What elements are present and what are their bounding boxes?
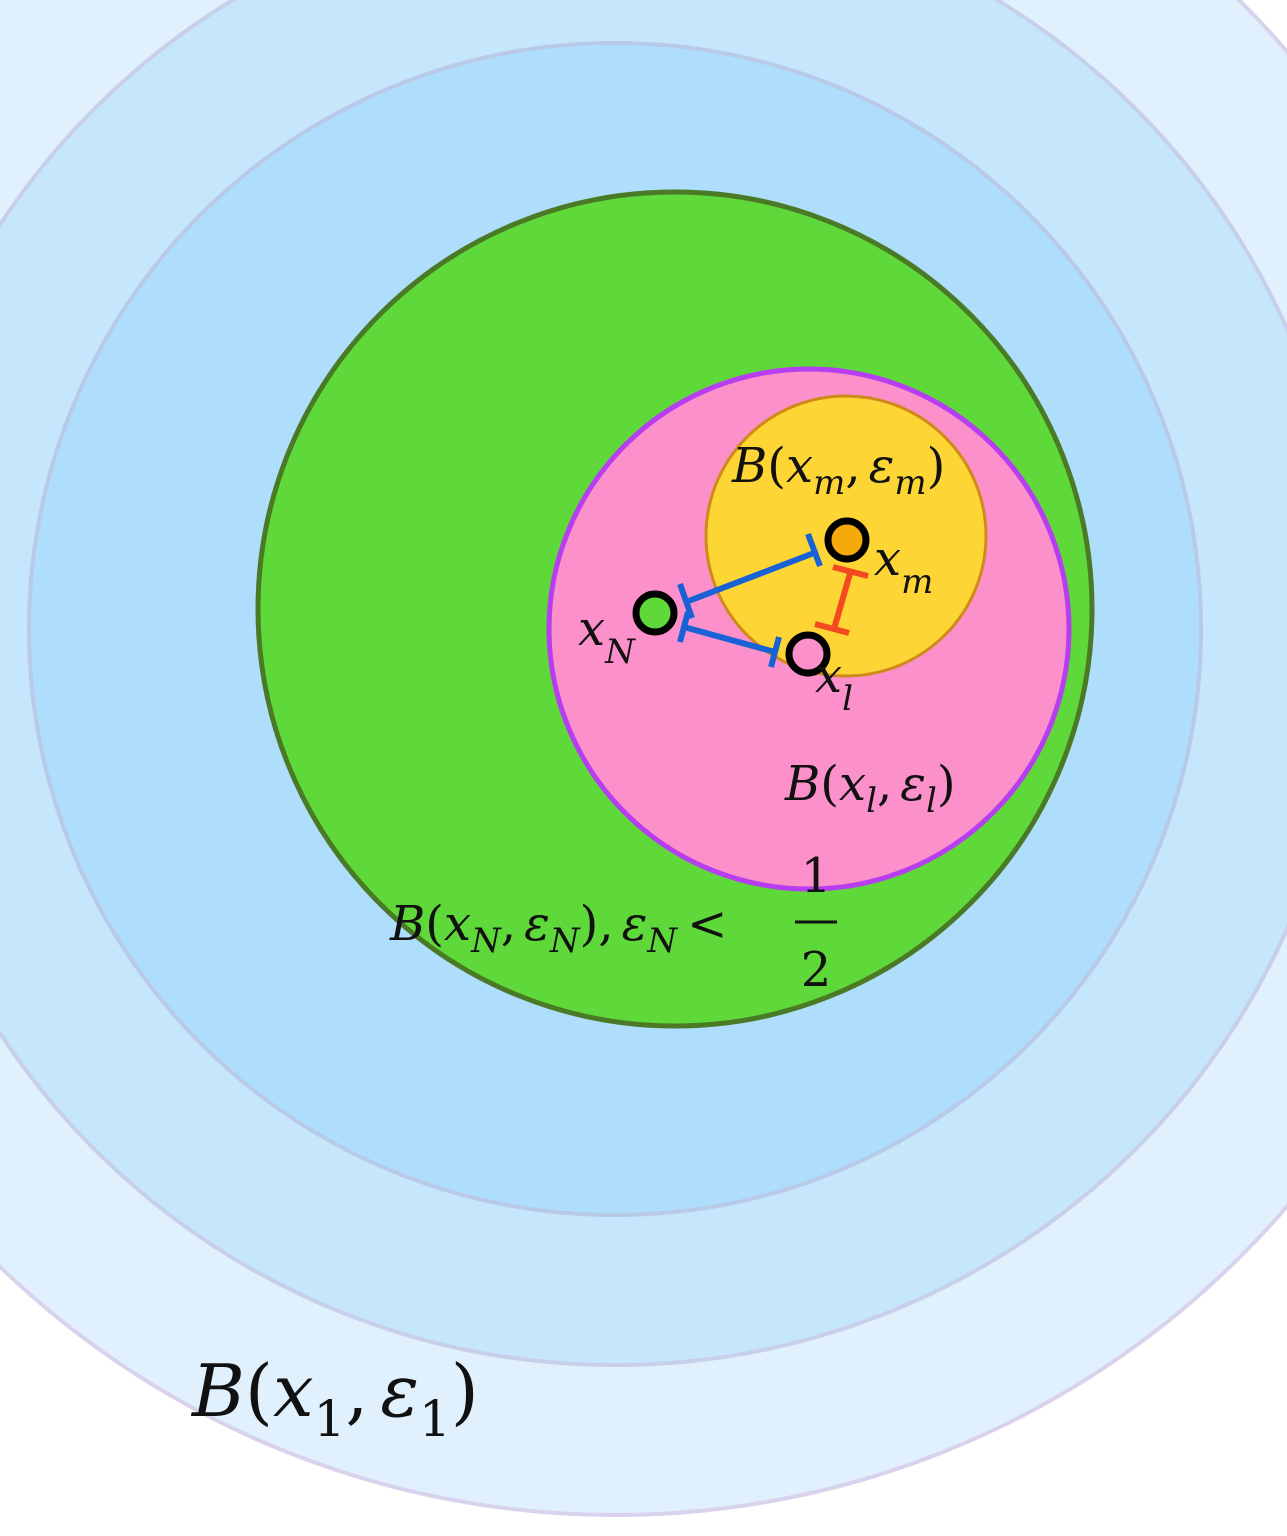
- distance-N-m: [677, 532, 823, 619]
- point-m: [824, 517, 870, 563]
- label-point-m: xm: [874, 531, 933, 602]
- point-N: [632, 590, 678, 636]
- point-l: [785, 631, 831, 677]
- label-point-l: xl: [815, 648, 853, 719]
- label-ball-1: B(x1,ε1): [190, 1349, 479, 1448]
- label-ball-l: B(xl,εl): [784, 756, 956, 821]
- fraction-denominator: 2: [801, 942, 832, 998]
- label-ball-N: B(xN,εN),εN<: [389, 896, 727, 961]
- distance-l-m: [814, 564, 869, 636]
- label-ball-m: B(xm,εm): [731, 438, 945, 503]
- label-point-N: xN: [578, 601, 636, 672]
- distance-N-l: [677, 611, 782, 668]
- fraction-numerator: 1: [801, 848, 832, 904]
